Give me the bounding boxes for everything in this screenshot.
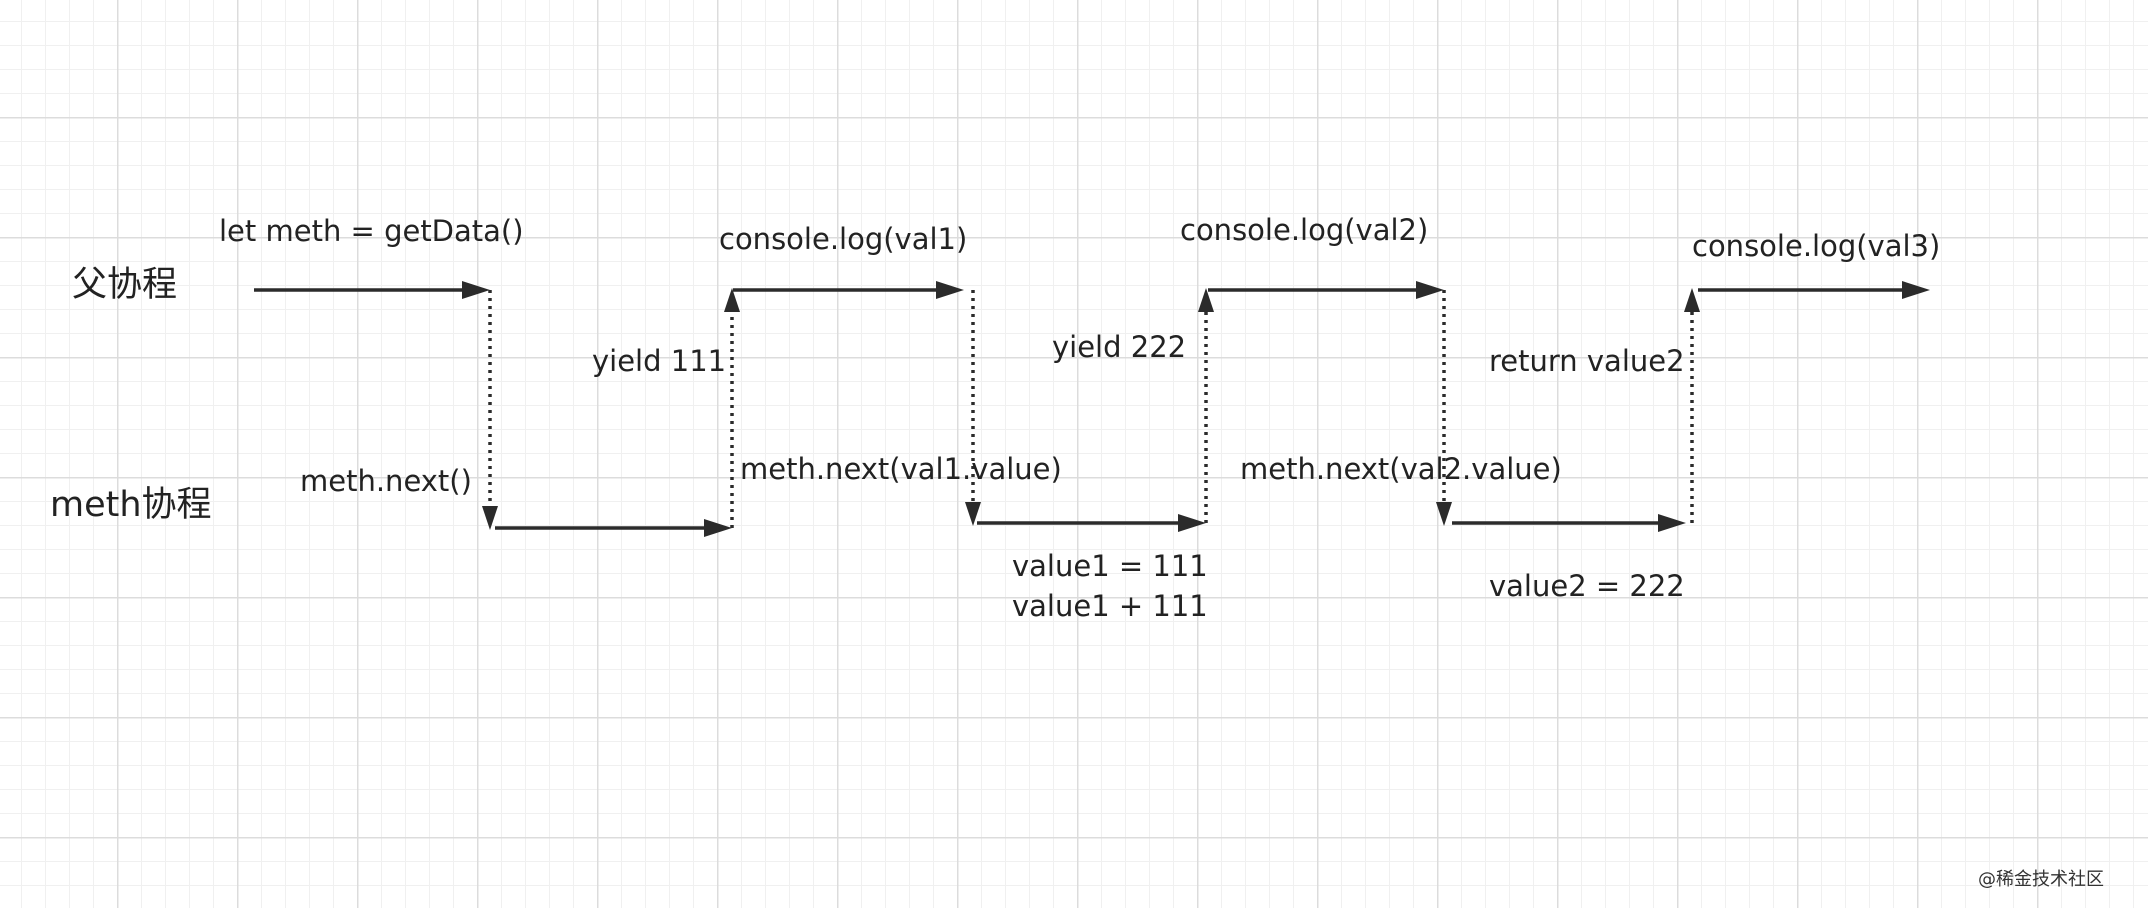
value1-plus-label: value1 + 111 (1012, 589, 1208, 623)
meth-lane-label: meth协程 (50, 485, 212, 525)
arrowhead-icon (1416, 281, 1444, 299)
let-meth-label: let meth = getData() (219, 214, 524, 248)
arrowhead-icon (1198, 288, 1214, 312)
arrowhead-icon (482, 506, 498, 530)
arrowhead-icon (1658, 514, 1686, 532)
yield-111-label: yield 111 (592, 344, 727, 378)
meth-next-label: meth.next() (300, 464, 472, 498)
arrowhead-icon (724, 288, 740, 312)
parent-lane-label: 父协程 (72, 265, 178, 305)
arrowhead-icon (1902, 281, 1930, 299)
watermark-label: @稀金技术社区 (1978, 869, 2104, 890)
arrowhead-icon (1178, 514, 1206, 532)
arrowhead-icon (462, 281, 490, 299)
dotted-transitions (482, 288, 1700, 530)
meth-lane-segments (495, 514, 1686, 537)
meth-next-val2-label: meth.next(val2.value) (1240, 452, 1562, 486)
yield-222-label: yield 222 (1052, 330, 1187, 364)
value2-eq-label: value2 = 222 (1489, 569, 1685, 603)
arrowhead-icon (1436, 502, 1452, 526)
arrowhead-icon (936, 281, 964, 299)
console-val3-label: console.log(val3) (1692, 229, 1941, 263)
console-val1-label: console.log(val1) (719, 222, 968, 256)
arrowhead-icon (704, 519, 732, 537)
console-val2-label: console.log(val2) (1180, 213, 1429, 247)
parent-lane-segments (254, 281, 1930, 299)
return-value2-label: return value2 (1489, 344, 1685, 378)
arrowhead-icon (965, 502, 981, 526)
value1-eq-label: value1 = 111 (1012, 549, 1208, 583)
arrowhead-icon (1684, 288, 1700, 312)
meth-next-val1-label: meth.next(val1.value) (740, 452, 1062, 486)
